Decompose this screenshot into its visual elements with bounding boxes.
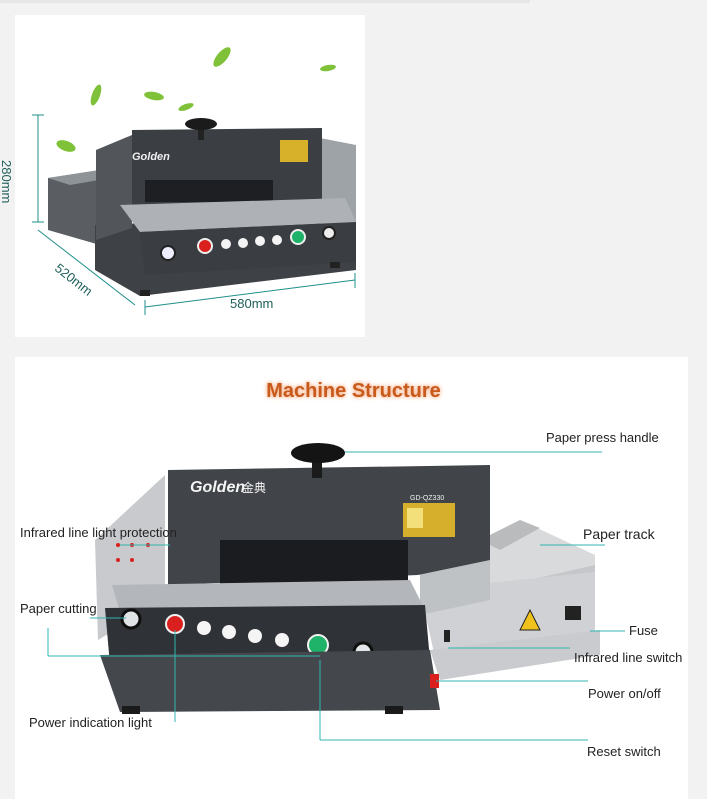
svg-text:金典: 金典	[242, 480, 266, 495]
svg-text:Golden: Golden	[190, 479, 245, 496]
label-paper-track: Paper track	[583, 526, 655, 542]
label-fuse: Fuse	[629, 623, 658, 638]
section-title: Machine Structure	[266, 380, 441, 402]
height-dimension: 280mm	[0, 160, 14, 204]
dimension-lines	[32, 114, 356, 315]
callout-lines	[47, 451, 625, 741]
label-power-indication: Power indication light	[29, 715, 152, 730]
svg-text:Golden: Golden	[132, 151, 170, 163]
machine-large: Golden 金典 GD-QZ330	[95, 443, 600, 714]
label-power-onoff: Power on/off	[588, 686, 661, 701]
width-dimension: 580mm	[230, 296, 274, 311]
svg-text:GD-QZ330: GD-QZ330	[410, 495, 444, 502]
machine-small: Golden	[48, 118, 356, 296]
leaf-decoration	[56, 47, 336, 152]
top-divider	[0, 0, 530, 3]
label-reset-switch: Reset switch	[587, 744, 661, 759]
label-paper-press-handle: Paper press handle	[546, 430, 659, 445]
label-paper-cutting: Paper cutting	[20, 601, 97, 616]
label-infrared-protection: Infrared line light protection	[20, 525, 177, 540]
label-infrared-switch: Infrared line switch	[574, 650, 683, 665]
